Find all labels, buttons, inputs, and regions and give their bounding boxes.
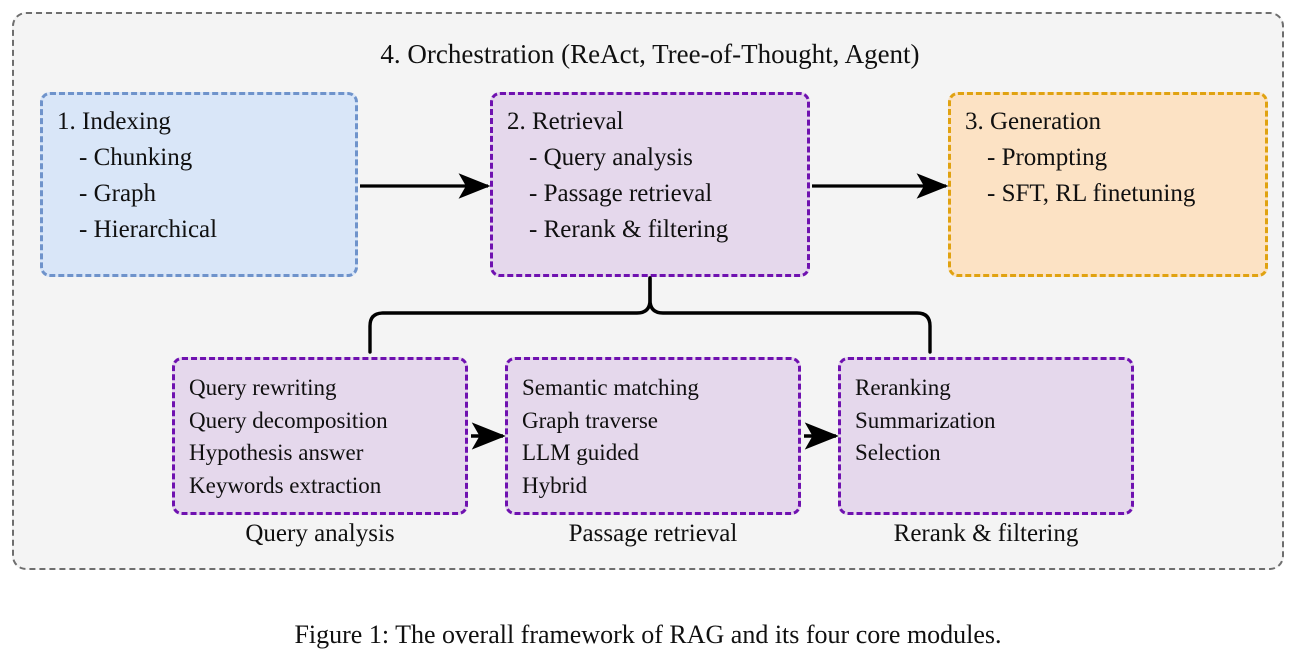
list-item: Chunking [79,140,355,176]
list-item: Selection [855,440,941,466]
list-item: Graph traverse [522,407,659,433]
list-item: Rerank & filtering [529,212,807,248]
module-retrieval[interactable]: 2. Retrieval Query analysis Passage retr… [490,92,810,277]
module-retrieval-title: 2. Retrieval [507,108,624,135]
submodule-rerank-filtering[interactable]: Reranking Summarization Selection [838,357,1134,515]
submodule-query-analysis[interactable]: Query rewriting Query decomposition Hypo… [172,357,468,515]
module-generation-title: 3. Generation [965,108,1102,135]
list-item: Keywords extraction [189,472,382,498]
submodule-rerank-filtering-label: Rerank & filtering [893,520,1079,547]
list-item: Query analysis [529,140,807,176]
list-item: SFT, RL finetuning [987,176,1265,212]
submodule-passage-retrieval[interactable]: Semantic matching Graph traverse LLM gui… [505,357,801,515]
submodule-rerank-filtering-list: Reranking Summarization Selection [855,372,1131,470]
module-indexing-list: Chunking Graph Hierarchical [57,140,355,248]
module-generation-list: Prompting SFT, RL finetuning [965,140,1265,212]
submodule-query-analysis-label: Query analysis [245,520,395,547]
figure-caption: Figure 1: The overall framework of RAG a… [294,620,1002,649]
list-item: Hierarchical [79,212,355,248]
list-item: Semantic matching [522,375,699,400]
list-item: Hypothesis answer [189,440,364,466]
list-item: LLM guided [522,440,639,466]
module-indexing[interactable]: 1. Indexing Chunking Graph Hierarchical [40,92,358,277]
list-item: Query decomposition [189,407,388,433]
orchestration-title: 4. Orchestration (ReAct, Tree-of-Thought… [380,39,920,69]
list-item: Summarization [855,407,996,433]
list-item: Graph [79,176,355,212]
module-retrieval-list: Query analysis Passage retrieval Rerank … [507,140,807,248]
list-item: Passage retrieval [529,176,807,212]
list-item: Reranking [855,375,951,400]
list-item: Prompting [987,140,1265,176]
submodule-query-analysis-list: Query rewriting Query decomposition Hypo… [189,372,465,503]
list-item: Hybrid [522,472,588,498]
module-generation[interactable]: 3. Generation Prompting SFT, RL finetuni… [948,92,1268,277]
submodule-passage-retrieval-list: Semantic matching Graph traverse LLM gui… [522,372,798,503]
submodule-passage-retrieval-label: Passage retrieval [568,520,738,547]
list-item: Query rewriting [189,375,337,400]
module-indexing-title: 1. Indexing [57,108,171,135]
